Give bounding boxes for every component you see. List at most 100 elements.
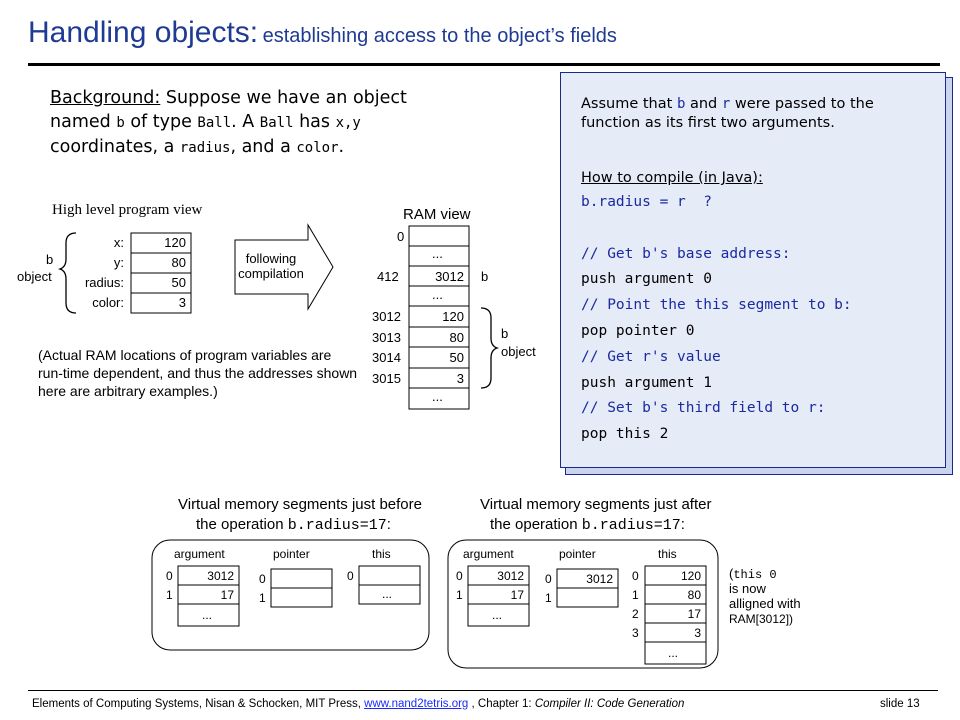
title-main: Handling objects: — [28, 16, 259, 49]
ram-note-line-2: run-time dependent, and thus the address… — [38, 365, 357, 381]
field-name-radius: radius: — [85, 275, 124, 290]
footer-text-1: Elements of Computing Systems, Nisan & S… — [32, 698, 365, 710]
after-argument-box — [467, 565, 530, 627]
code-line-2 — [581, 216, 852, 242]
after-this-box — [644, 565, 707, 665]
bg-var-ball: Ball — [197, 115, 232, 131]
before-seg-pointer: pointer — [273, 547, 310, 561]
ram-val-412: 3012 — [435, 269, 464, 284]
after-ptr-idx-0: 0 — [545, 572, 552, 586]
field-value-x: 120 — [164, 235, 186, 250]
code-line-9: // Set b's third field to r: — [581, 400, 826, 417]
after-arg-val-0: 3012 — [497, 569, 524, 583]
after-this-val-3: 3 — [694, 626, 701, 640]
ram-b-label: b — [481, 269, 488, 284]
after-arg-idx-1: 1 — [456, 588, 463, 602]
assume-text-2: and — [685, 96, 722, 112]
assume-var-b: b — [676, 96, 686, 112]
after-this-idx-1: 1 — [632, 588, 639, 602]
side-note-line-2: is now — [729, 581, 766, 596]
hl-b-label: b — [46, 252, 53, 267]
object-brace — [57, 232, 77, 314]
footer-website-link[interactable]: www.nand2tetris.org — [364, 698, 469, 710]
after-seg-argument: argument — [463, 547, 514, 561]
ram-addr-3012: 3012 — [372, 309, 401, 324]
assume-paragraph: Assume that b and r were passed to the f… — [581, 95, 931, 133]
code-line-7: // Get r's value — [581, 348, 721, 365]
how-to-compile-heading: How to compile (in Java): — [581, 170, 763, 186]
assume-text-3: were passed to the function as its first… — [581, 96, 874, 131]
after-arg-idx-0: 0 — [456, 569, 463, 583]
after-this-dots: ... — [668, 646, 678, 660]
ram-obj-label: object — [501, 344, 536, 359]
ram-dots-2: ... — [432, 287, 443, 302]
code-line-8: push argument 1 — [581, 374, 712, 391]
bg-text-1: Suppose we have an object named — [50, 88, 407, 132]
ram-view-diagram: RAM view 0 ... 412 3012 b ... 3012 120 3… — [372, 206, 536, 410]
field-name-color: color: — [92, 295, 124, 310]
before-this-dots: ... — [382, 587, 392, 601]
after-caption-1: Virtual memory segments just after — [480, 496, 711, 513]
ram-addr-3015: 3015 — [372, 371, 401, 386]
ram-addr-412: 412 — [377, 269, 399, 284]
ram-addr-0: 0 — [397, 229, 404, 244]
compilation-arrow — [234, 223, 334, 311]
before-arg-idx-1: 1 — [166, 588, 173, 602]
bg-text-7: . — [338, 137, 345, 157]
code-line-5: // Point the this segment to b: — [581, 297, 852, 314]
before-caption-1: Virtual memory segments just before — [178, 496, 422, 513]
arrow-line-1: following — [246, 251, 297, 266]
before-caption-2: the operation b.radius=17: — [196, 516, 391, 534]
ram-caption: RAM view — [403, 206, 471, 223]
before-arg-dots: ... — [202, 608, 212, 622]
hl-object-label: object — [17, 269, 52, 284]
before-seg-argument: argument — [174, 547, 225, 561]
footer-rule — [28, 690, 938, 691]
ram-dots-1: ... — [432, 246, 443, 261]
title-sub: establishing access to the object’s fiel… — [262, 25, 617, 47]
footer-chapter: Compiler II: Code Generation — [534, 698, 685, 710]
after-seg-pointer: pointer — [559, 547, 596, 561]
before-cap-code: b.radius=17 — [288, 517, 387, 534]
before-argument-box — [177, 565, 240, 627]
footer-text-2: , Chapter 1: — [468, 698, 535, 710]
title-rule — [28, 63, 940, 66]
field-value-radius: 50 — [172, 275, 186, 290]
ram-val-3014: 50 — [450, 350, 464, 365]
side-note-line-4: RAM[3012]) — [729, 612, 793, 626]
before-group-outline — [151, 539, 430, 651]
ram-object-brace — [480, 307, 500, 389]
background-paragraph: Background: Suppose we have an object na… — [50, 86, 470, 160]
before-ptr-idx-0: 0 — [259, 572, 266, 586]
high-level-diagram: High level program view b object x: y: r… — [17, 202, 357, 399]
after-this-val-1: 80 — [688, 588, 702, 602]
code-line-3: // Get b's base address: — [581, 245, 791, 262]
segments-after-diagram: Virtual memory segments just after the o… — [447, 496, 801, 669]
code-box: Assume that b and r were passed to the f… — [560, 72, 946, 468]
ram-addr-3014: 3014 — [372, 350, 401, 365]
before-ptr-idx-1: 1 — [259, 591, 266, 605]
bg-text-4: has — [293, 112, 336, 132]
before-arg-val-0: 3012 — [207, 569, 234, 583]
before-seg-this: this — [372, 547, 391, 561]
after-ptr-val-0: 3012 — [586, 572, 613, 586]
after-cap-colon: : — [681, 516, 685, 533]
background-label: Background: — [50, 88, 161, 108]
code-line-10: pop this 2 — [581, 426, 669, 443]
after-this-idx-3: 3 — [632, 626, 639, 640]
assume-var-r: r — [721, 96, 731, 112]
after-cap-code: b.radius=17 — [582, 517, 681, 534]
slide-title: Handling objects: establishing access to… — [28, 16, 617, 50]
ram-note-line-1: (Actual RAM locations of program variabl… — [38, 347, 332, 363]
bg-text-6: , and a — [230, 137, 297, 157]
after-this-idx-2: 2 — [632, 607, 639, 621]
after-group-outline — [447, 539, 719, 669]
ram-val-3013: 80 — [450, 330, 464, 345]
bg-var-xy: x,y — [335, 115, 361, 131]
ram-dots-3: ... — [432, 389, 443, 404]
side-note-paren: ( — [729, 566, 734, 581]
after-ptr-idx-1: 1 — [545, 591, 552, 605]
after-this-val-2: 17 — [688, 607, 702, 621]
after-cap-text: the operation — [490, 516, 582, 533]
bg-var-color: color — [296, 140, 339, 156]
